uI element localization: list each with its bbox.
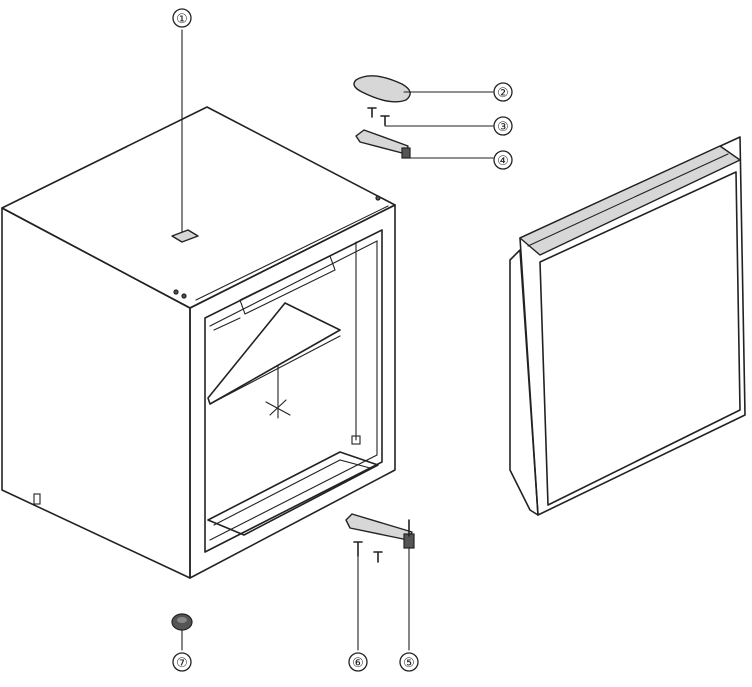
- bottom-hinge-part: [345, 513, 415, 549]
- callout-4-label: ④: [497, 154, 509, 169]
- callout-3-label: ③: [497, 120, 509, 135]
- door: [509, 136, 746, 516]
- callout-6: ⑥: [348, 652, 368, 672]
- leader-lines: [181, 29, 494, 651]
- callout-1-label: ①: [176, 12, 188, 27]
- callout-6-label: ⑥: [352, 656, 364, 671]
- foot-part: [171, 613, 193, 631]
- callout-1: ①: [172, 8, 192, 28]
- hinge-cover-part: [353, 75, 411, 103]
- screw-part-3: [367, 107, 390, 126]
- callout-7-label: ⑦: [176, 656, 188, 671]
- screw-part-6: [353, 541, 383, 563]
- callout-5: ⑤: [399, 652, 419, 672]
- cabinet: [1, 106, 396, 579]
- top-hinge-part: [355, 129, 411, 159]
- callout-2-label: ②: [497, 86, 509, 101]
- callout-3: ③: [493, 116, 513, 136]
- callout-2: ②: [493, 82, 513, 102]
- callout-7: ⑦: [172, 652, 192, 672]
- callout-5-label: ⑤: [403, 656, 415, 671]
- callout-4: ④: [493, 150, 513, 170]
